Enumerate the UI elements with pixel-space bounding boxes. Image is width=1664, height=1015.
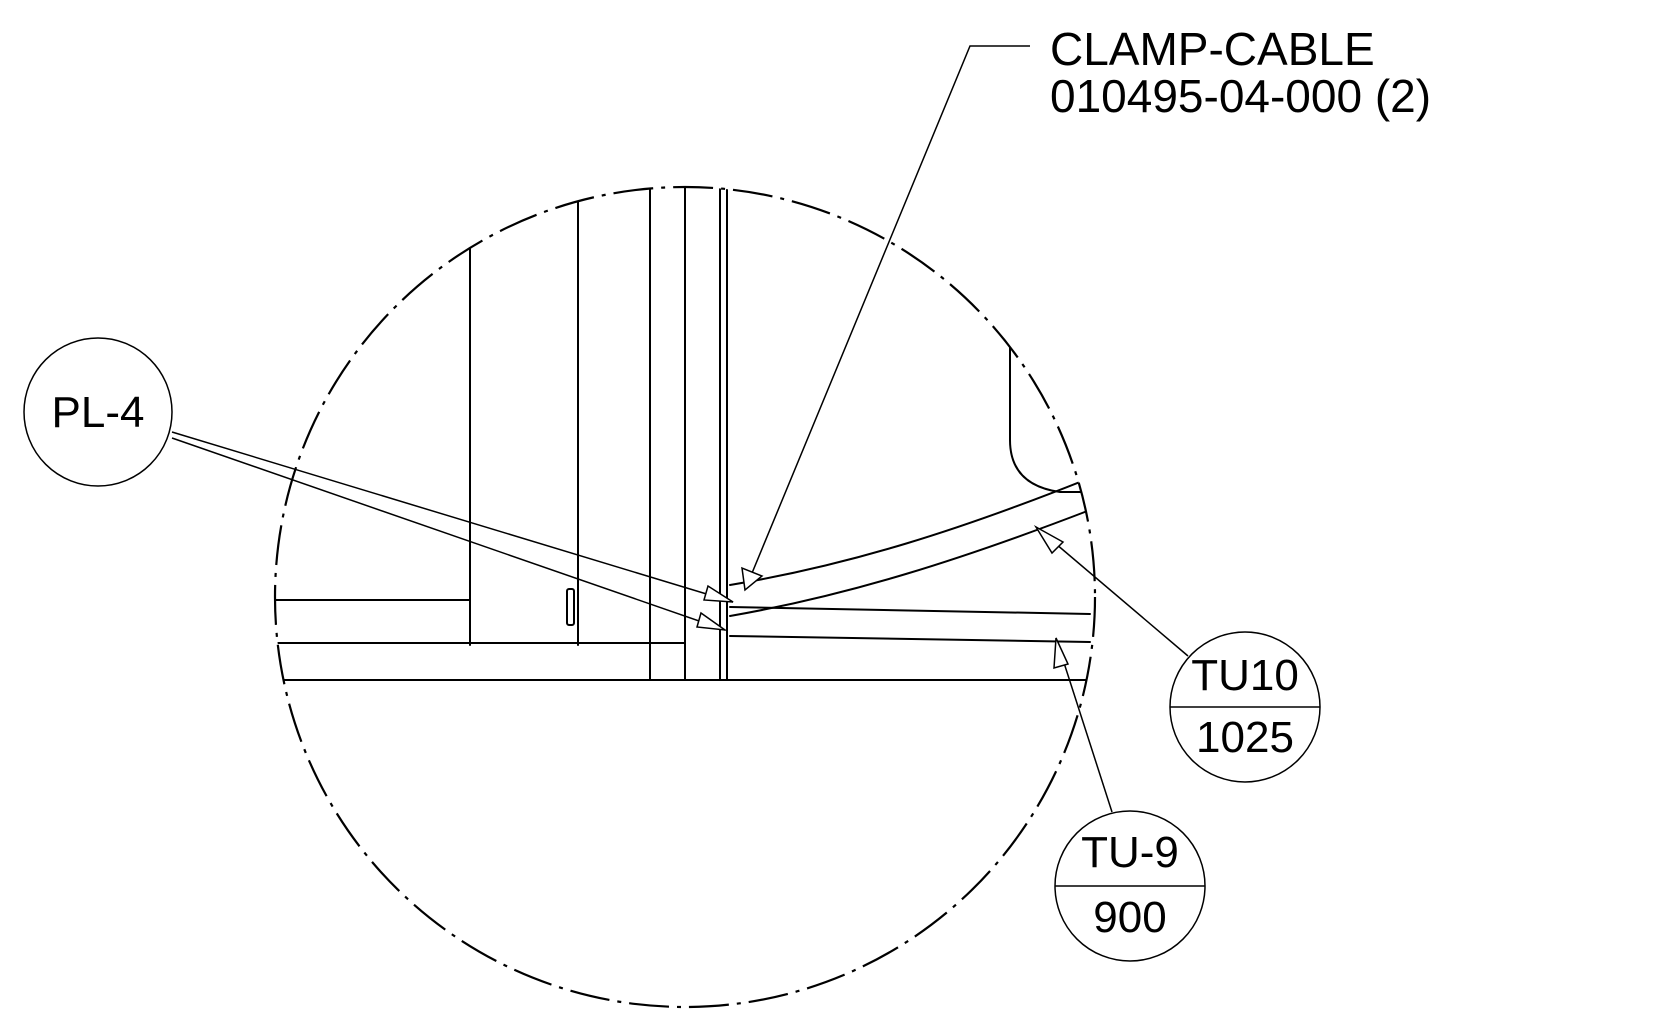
pl4-balloon (23, 337, 173, 487)
clamp-cable-callout: CLAMP-CABLE 010495-04-000 (2) (741, 23, 1431, 592)
tu9-arrow (1053, 637, 1070, 670)
tu10-arrow (1033, 524, 1065, 555)
tu10-bottom-label: 1025 (1196, 713, 1294, 762)
pl4-label: PL-4 (52, 388, 145, 437)
cable-tu10-upper (729, 477, 1091, 586)
tu10-top-label: TU10 (1191, 651, 1299, 700)
tu9-top-label: TU-9 (1081, 828, 1179, 877)
tu10-callout: TU10 1025 (1033, 524, 1321, 783)
pl4-leader-lower (171, 437, 726, 631)
fastener (566, 588, 575, 626)
cable-tu9-upper (729, 606, 1091, 615)
clamp-cable-name: CLAMP-CABLE (1050, 23, 1375, 75)
detail-geometry (275, 187, 1095, 681)
cable-tu9-lower (729, 635, 1091, 643)
clamp-cable-part-number: 010495-04-000 (2) (1050, 70, 1431, 122)
pl4-leader-upper (171, 431, 734, 603)
clamp-leader-arrow (741, 566, 764, 592)
pl4-arrow-lower (696, 611, 728, 632)
cable-tu10-lower (729, 509, 1091, 617)
tu10-leader-line (1035, 526, 1189, 657)
clamp-leader-line (744, 45, 1030, 591)
corner-fillet (1009, 339, 1091, 493)
tu9-leader-line (1055, 637, 1113, 813)
pl4-callout: PL-4 (23, 337, 734, 632)
tu9-callout: TU-9 900 (1053, 637, 1206, 962)
tu9-bottom-label: 900 (1093, 893, 1166, 942)
pl4-arrow-upper (703, 584, 734, 603)
